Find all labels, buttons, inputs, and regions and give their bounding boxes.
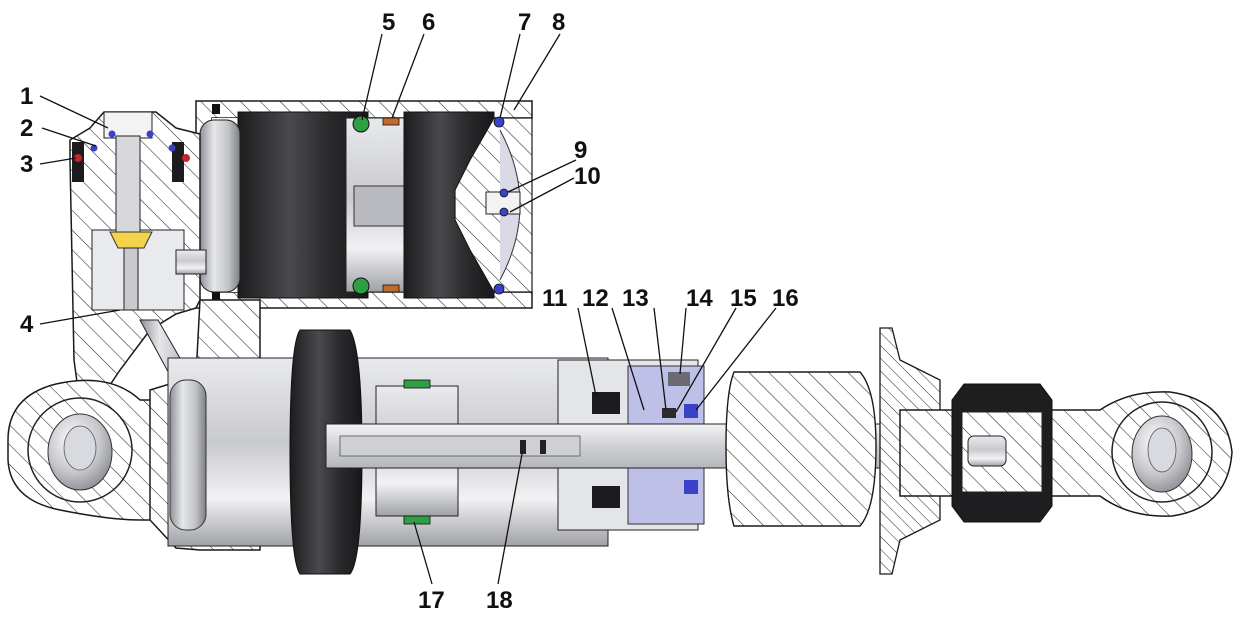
callout-1: 1 [20, 83, 33, 110]
seal-15 [662, 408, 676, 418]
rod-port-1 [520, 440, 526, 454]
leader-12 [611, 307, 645, 411]
leader-10 [509, 177, 575, 213]
leader-1 [39, 95, 109, 129]
leader-2 [41, 127, 97, 147]
seal-green-top [352, 115, 370, 133]
callout-17: 17 [418, 587, 445, 614]
seal-blue-adjuster-2 [108, 130, 116, 138]
seal-orange-top [382, 117, 400, 126]
leader-11 [577, 307, 597, 397]
seal-blue-adjuster-3 [146, 130, 154, 138]
reservoir-assembly [195, 100, 533, 309]
seal-orange-bottom [382, 284, 400, 293]
leader-17 [413, 521, 433, 585]
retaining-ring-bottom [212, 292, 220, 302]
leader-9 [507, 159, 577, 193]
leader-8 [513, 33, 561, 111]
seal-14-top [668, 372, 690, 386]
seal-red-right [182, 154, 190, 162]
leader-lines [39, 33, 777, 585]
callout-13: 13 [622, 285, 649, 312]
callout-15: 15 [730, 285, 757, 312]
leader-7 [499, 33, 521, 119]
valve-yellow [109, 231, 153, 249]
seal-green-bottom [352, 277, 370, 295]
leader-6 [391, 33, 425, 119]
rod-end-pin [967, 435, 1007, 467]
seal-16-bottom [684, 480, 698, 494]
callout-12: 12 [582, 285, 609, 312]
callout-labels: 1 2 3 4 5 6 7 8 9 10 11 12 13 14 15 16 1… [20, 9, 799, 614]
leader-18 [497, 453, 523, 585]
seal-red-left [74, 154, 82, 162]
callout-11: 11 [542, 285, 567, 312]
callout-10: 10 [574, 163, 601, 190]
valve-port [175, 249, 207, 275]
left-bearing-inner [63, 425, 97, 471]
rod-port-2 [540, 440, 546, 454]
main-piston-band-top [403, 379, 431, 389]
right-bearing-inner [1147, 427, 1177, 473]
leader-13 [653, 307, 667, 411]
callout-18: 18 [486, 587, 513, 614]
left-bearing-ring [27, 397, 133, 503]
valve-stem [123, 247, 139, 311]
adjuster-shaft [115, 135, 141, 233]
callout-7: 7 [518, 9, 531, 36]
bump-stop [725, 371, 877, 527]
seal-blue-reservoir-bottom [493, 283, 505, 295]
seal-blue-reservoir-top [493, 116, 505, 128]
seal-blue-adjuster-4 [168, 144, 176, 152]
callout-3: 3 [20, 151, 33, 178]
callout-8: 8 [552, 9, 565, 36]
callout-4: 4 [20, 311, 34, 338]
leader-16 [695, 307, 777, 411]
main-body [7, 299, 1233, 575]
callout-14: 14 [686, 285, 713, 312]
leader-15 [675, 307, 737, 413]
leader-4 [39, 309, 121, 325]
callout-9: 9 [574, 137, 587, 164]
main-piston-band-bottom [403, 515, 431, 525]
callout-5: 5 [382, 9, 395, 36]
cap-black-right [172, 142, 184, 182]
callout-2: 2 [20, 115, 33, 142]
floating-piston-hub [353, 185, 405, 227]
seal-16-top [684, 404, 698, 418]
leader-3 [39, 157, 77, 165]
seal-blue-valve-2 [499, 207, 509, 217]
right-bearing-ring [1111, 401, 1213, 503]
callout-6: 6 [422, 9, 435, 36]
cylinder-end-plug [169, 379, 207, 531]
leader-14 [679, 307, 687, 375]
seal-blue-valve [499, 188, 509, 198]
callout-16: 16 [772, 285, 799, 312]
retaining-ring-top [212, 104, 220, 114]
seal-11-top [592, 392, 620, 414]
leader-5 [361, 33, 383, 121]
seal-11-bottom [592, 486, 620, 508]
